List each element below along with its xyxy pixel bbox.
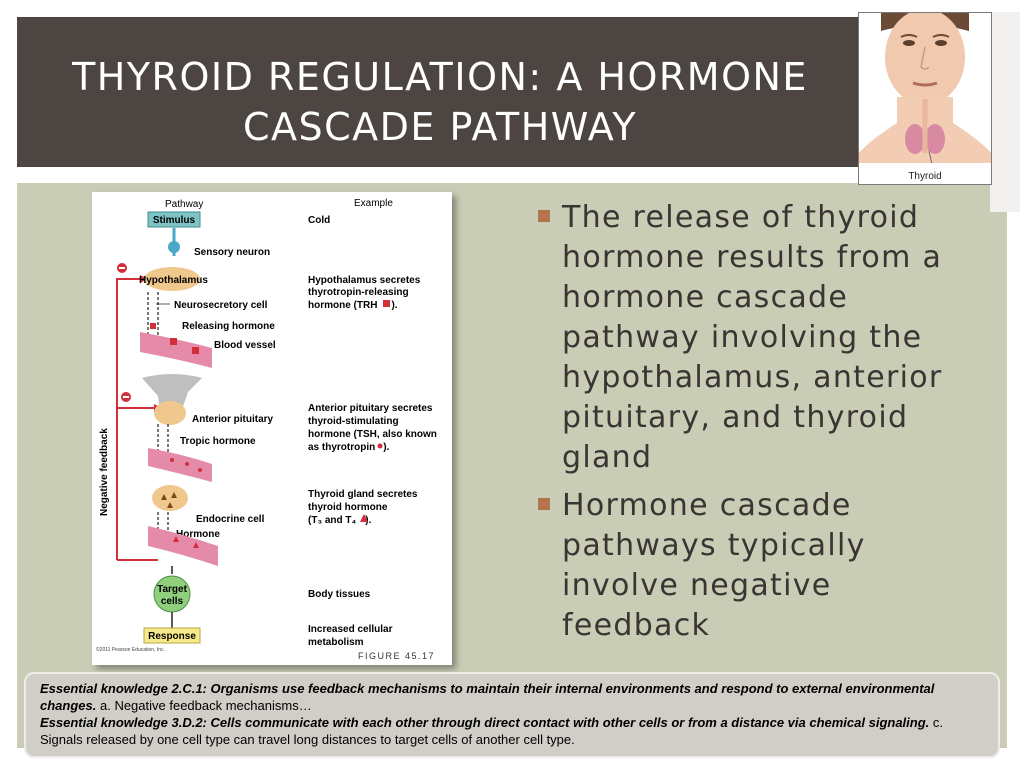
ek2-detail: c. Signals released by one cell type can…	[40, 715, 944, 747]
bullet-text: Hormone cascade pathways typically invol…	[562, 488, 866, 643]
blood-vessel-1	[140, 332, 212, 368]
blood-vessel-2	[148, 448, 212, 482]
thyroid-label: Thyroid	[908, 171, 941, 182]
image-frame	[990, 12, 1020, 212]
ap-example-4: as thyrotropin).	[308, 442, 390, 453]
th-example-1: Thyroid gland secretes	[308, 489, 418, 500]
sensory-neuron-icon	[168, 241, 180, 253]
title-line-1: THYROID REGULATION: A HORMONE	[72, 55, 808, 99]
endocrine-cell-label: Endocrine cell	[196, 514, 265, 525]
releasing-hormone-label: Releasing hormone	[182, 321, 275, 332]
stimulus-box	[147, 211, 201, 228]
bullet-list: The release of thyroid hormone results f…	[536, 198, 986, 654]
essential-knowledge-2: Essential knowledge 3.D.2: Cells communi…	[40, 714, 984, 748]
tsh-icon	[377, 443, 383, 449]
pituitary-stalk	[142, 374, 202, 424]
ap-example-3: hormone (TSH, also known	[308, 429, 437, 440]
blood-vessel-label: Blood vessel	[214, 340, 276, 351]
blood-vessel-3	[148, 526, 218, 566]
image-credit	[997, 48, 1017, 188]
t3-t4-icon	[360, 514, 368, 522]
essential-knowledge-1: Essential knowledge 2.C.1: Organisms use…	[40, 680, 984, 714]
target-label-2: cells	[161, 596, 184, 607]
title-bar	[17, 17, 1007, 167]
hormone-label: Hormone	[176, 529, 220, 540]
stimulus-label: Stimulus	[153, 215, 196, 226]
figure-number: FIGURE 45.17	[358, 651, 435, 661]
ek2-heading: Essential knowledge 3.D.2: Cells communi…	[40, 715, 930, 730]
example-header: Example	[354, 198, 393, 209]
resp-example-1: Increased cellular	[308, 624, 393, 635]
hyp-example-1: Hypothalamus secretes	[308, 275, 421, 286]
bullet-item: Hormone cascade pathways typically invol…	[536, 486, 986, 646]
bullet-text: The release of thyroid hormone results f…	[562, 200, 943, 475]
bullet-square-icon	[538, 498, 550, 510]
th-example-2: thyroid hormone	[308, 502, 388, 513]
hyp-example-3: hormone (TRH).	[308, 300, 398, 311]
hormone-cascade-diagram: Pathway Example Negative feedback Stimul…	[96, 198, 437, 661]
body-tissues-label: Body tissues	[308, 589, 371, 600]
bullet-square-icon	[538, 210, 550, 222]
anterior-pituitary-label: Anterior pituitary	[192, 414, 274, 425]
ek1-heading: Essential knowledge 2.C.1: Organisms use…	[40, 681, 935, 713]
response-label: Response	[148, 631, 196, 642]
bullet-item: The release of thyroid hormone results f…	[536, 198, 986, 478]
ek1-detail: a. Negative feedback mechanisms…	[99, 698, 312, 713]
negative-feedback-loops	[116, 278, 154, 560]
thyroid-illustration: Thyroid	[858, 9, 992, 185]
tropic-hormone-label: Tropic hormone	[180, 436, 256, 447]
figure-45-17: Pathway Example Negative feedback Stimul…	[92, 192, 452, 665]
ap-example-1: Anterior pituitary secretes	[308, 403, 433, 414]
copyright-label: ©2011 Pearson Education, Inc.	[96, 646, 165, 653]
thyroid-neck-drawing: Thyroid	[859, 9, 991, 184]
hypothalamus-icon	[144, 267, 200, 291]
slide-title: THYROID REGULATION: A HORMONE CASCADE PA…	[40, 52, 840, 152]
title-line-2: CASCADE PATHWAY	[242, 105, 638, 149]
endocrine-cell-icon	[152, 485, 188, 511]
target-label-1: Target	[157, 584, 187, 595]
anterior-pituitary-icon	[154, 401, 186, 425]
hypothalamus-label: Hypothalamus	[139, 275, 208, 286]
resp-example-2: metabolism	[308, 637, 364, 648]
trh-icon	[383, 300, 390, 307]
neurosecretory-cell-label: Neurosecretory cell	[174, 300, 268, 311]
ap-example-2: thyroid-stimulating	[308, 416, 399, 427]
essential-knowledge-box: Essential knowledge 2.C.1: Organisms use…	[24, 672, 1000, 758]
response-box	[143, 627, 201, 644]
hyp-example-2: thyrotropin-releasing	[308, 287, 409, 298]
sensory-neuron-label: Sensory neuron	[194, 247, 270, 258]
pathway-header: Pathway	[165, 199, 203, 210]
negative-feedback-label: Negative feedback	[99, 428, 110, 516]
cold-label: Cold	[308, 215, 330, 226]
th-example-3: (T₃ and T₄).	[308, 515, 372, 526]
